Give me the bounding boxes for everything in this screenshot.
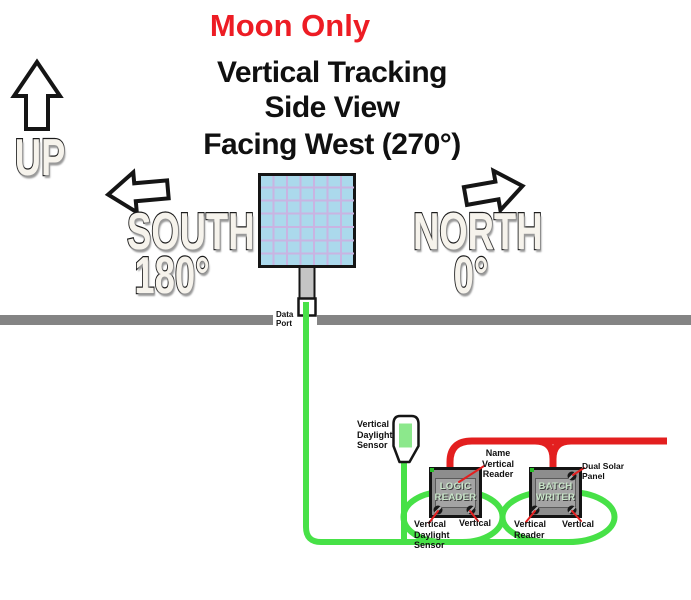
red-wire-branch-right — [549, 437, 572, 470]
sensor-label: Vertical Daylight Sensor — [357, 419, 393, 451]
logic-reader-left-port-label: Vertical Daylight Sensor — [414, 519, 450, 551]
logic-reader-right-port-label: Vertical — [459, 518, 492, 528]
solar-panel — [258, 173, 356, 268]
batch-writer-right-port-label: Vertical — [562, 519, 595, 529]
sensor-window — [399, 423, 412, 448]
red-wire-branch-left — [534, 437, 557, 470]
up-arrow-icon — [10, 58, 64, 131]
dual-solar-panel-label: Dual Solar Panel — [582, 461, 625, 482]
name-vertical-reader-label: Name Vertical Reader — [481, 448, 515, 480]
north-label: NORTH — [412, 203, 543, 261]
mounting-pole — [298, 263, 316, 300]
moon-only-tag: Moon Only — [209, 8, 371, 43]
data-port-box — [297, 297, 317, 317]
ground-line-left — [0, 315, 273, 325]
title-line-3: Facing West (270°) — [203, 128, 461, 161]
south-degrees: 180° — [133, 247, 210, 305]
batch-writer-left-port-label: Vertical Reader — [514, 519, 547, 540]
title-line-2: Side View — [264, 91, 400, 124]
data-port-label: Data Port — [276, 310, 294, 329]
batch-writer-label: BATCH WRITER — [535, 478, 576, 508]
south-label: SOUTH — [126, 203, 255, 261]
logic-reader-label: LOGIC READER — [435, 478, 476, 508]
batch-writer-device: BATCH WRITER — [529, 467, 582, 518]
title-line-1: Vertical Tracking — [217, 56, 447, 89]
ground-line-right — [317, 315, 691, 325]
solar-panel-grid — [261, 176, 354, 265]
up-label: UP — [14, 129, 66, 187]
north-degrees: 0° — [453, 247, 490, 305]
daylight-sensor-icon — [392, 414, 420, 464]
